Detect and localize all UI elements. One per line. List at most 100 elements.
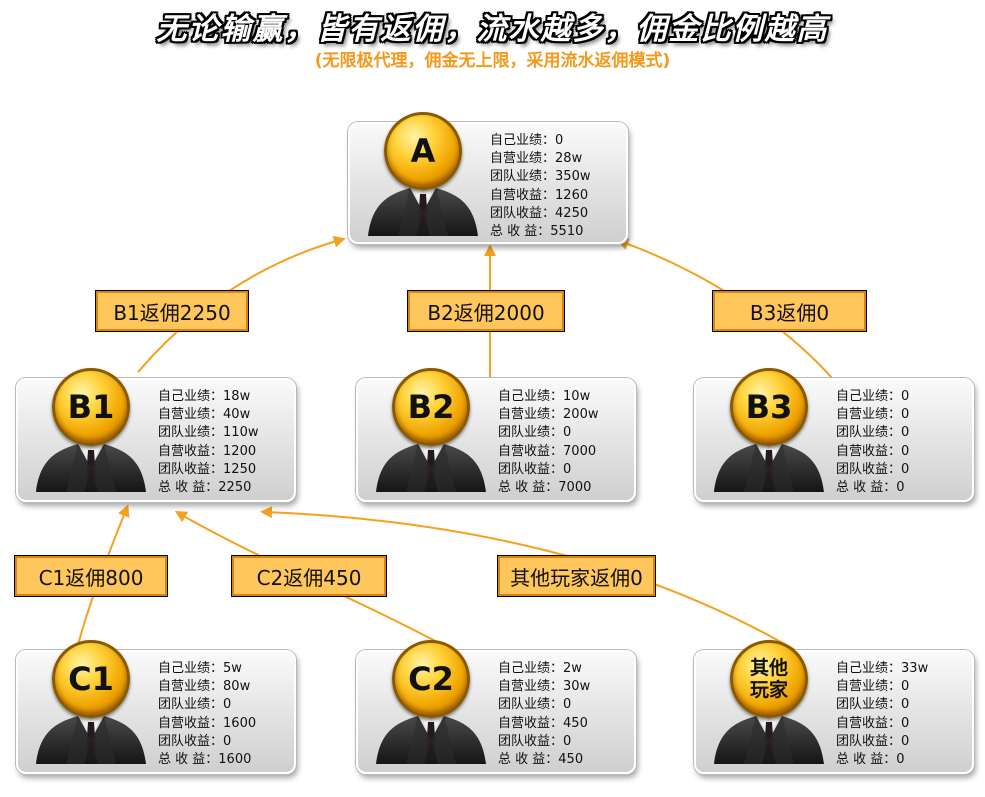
stat-separator: ： [550, 443, 564, 459]
stat-label: 自己业绩 [498, 389, 551, 404]
gold-coin-icon: A [384, 112, 462, 190]
stat-row: 团队业绩：110w [158, 424, 258, 442]
stat-value: 0 [901, 407, 910, 423]
stat-separator: ： [542, 151, 556, 167]
stat-separator: ： [550, 407, 564, 423]
stat-value: 0 [563, 461, 572, 477]
stat-value: 110w [223, 425, 259, 441]
stat-label: 自营收益 [836, 443, 889, 459]
stat-value: 1600 [223, 715, 257, 731]
stat-row: 自己业绩：33w [836, 660, 928, 678]
stat-label: 团队收益 [836, 461, 889, 477]
stat-separator: ： [210, 715, 224, 731]
stat-label: 自己业绩 [836, 389, 889, 404]
stat-value: 0 [901, 425, 910, 441]
stat-row: 自营业绩：30w [498, 678, 590, 696]
stat-value: 1260 [555, 187, 589, 203]
edge-label-c2: C2返佣450 [231, 555, 387, 597]
stat-value: 0 [901, 679, 910, 695]
stat-separator: ： [883, 479, 897, 495]
edge-label-c1: C1返佣800 [14, 555, 168, 597]
stat-row: 自己业绩：5w [158, 660, 256, 678]
stat-label: 自己业绩 [498, 661, 551, 676]
stat-label: 总 收 益 [836, 479, 884, 495]
stat-label: 自己业绩 [158, 389, 211, 404]
edge-b1-to-a [137, 235, 346, 373]
stat-value: 450 [558, 751, 584, 767]
stat-label: 自营收益 [158, 715, 211, 731]
avatar: 其他玩家 [714, 640, 824, 764]
stat-row: 自己业绩：10w [498, 388, 598, 406]
avatar: B1 [36, 368, 146, 492]
stat-separator: ： [542, 205, 556, 221]
stat-separator: ： [888, 389, 902, 404]
stat-value: 0 [563, 733, 572, 749]
businessman-suit-icon [368, 184, 478, 236]
stat-label: 自营业绩 [836, 407, 889, 423]
avatar: B2 [376, 368, 486, 492]
stat-value: 7000 [558, 479, 592, 495]
stat-row: 自营业绩：0 [836, 678, 928, 696]
stat-value: 1200 [223, 443, 257, 459]
stat-row: 团队收益：1250 [158, 461, 258, 479]
businessman-suit-icon [36, 440, 146, 492]
stat-row: 自营业绩：80w [158, 678, 256, 696]
stat-label: 自营业绩 [498, 679, 551, 695]
stat-row: 自营收益：450 [498, 715, 590, 733]
stat-value: 0 [901, 461, 910, 477]
stat-label: 自己业绩 [158, 661, 211, 676]
stat-value: 1600 [218, 751, 252, 767]
stat-row: 自营业绩：28w [490, 150, 590, 168]
stat-separator: ： [888, 661, 902, 676]
stat-row: 自己业绩：0 [836, 388, 909, 406]
stat-separator: ： [542, 187, 556, 203]
stat-value: 4250 [555, 205, 589, 221]
stat-row: 自营收益：7000 [498, 443, 598, 461]
stat-row: 自己业绩：18w [158, 388, 258, 406]
stat-value: 30w [563, 679, 591, 695]
stat-label: 团队业绩 [836, 697, 889, 713]
stat-separator: ： [888, 715, 902, 731]
stat-label: 团队业绩 [490, 169, 543, 185]
stat-label: 团队收益 [158, 733, 211, 749]
page-title: 无论输赢，皆有返佣，流水越多，佣金比例越高 [156, 12, 829, 47]
stat-label: 团队收益 [498, 461, 551, 477]
stat-label: 总 收 益 [158, 751, 206, 767]
stat-separator: ： [888, 443, 902, 459]
stat-separator: ： [545, 751, 559, 767]
stat-separator: ： [210, 679, 224, 695]
stat-row: 团队业绩：0 [498, 696, 590, 714]
stat-label: 团队收益 [498, 733, 551, 749]
stat-row: 总 收 益：1600 [158, 751, 256, 769]
stat-row: 总 收 益：5510 [490, 223, 590, 241]
stat-value: 33w [901, 661, 929, 676]
stat-row: 团队业绩：350w [490, 168, 590, 186]
edge-label-b1: B1返佣2250 [95, 290, 249, 332]
stat-row: 团队业绩：0 [836, 696, 928, 714]
edge-other-to-b1 [260, 506, 796, 651]
stat-row: 团队收益：0 [836, 733, 928, 751]
gold-coin-icon: C1 [52, 640, 130, 718]
gold-coin-icon: C2 [392, 640, 470, 718]
avatar: C2 [376, 640, 486, 764]
stat-value: 0 [901, 715, 910, 731]
businessman-suit-icon [714, 440, 824, 492]
stat-label: 团队业绩 [158, 697, 211, 713]
stat-row: 团队收益：0 [498, 733, 590, 751]
stat-row: 团队收益：0 [498, 461, 598, 479]
businessman-suit-icon [376, 440, 486, 492]
stat-label: 自营收益 [490, 187, 543, 203]
stat-row: 总 收 益：7000 [498, 479, 598, 497]
stat-value: 18w [223, 389, 251, 404]
stat-row: 团队收益：4250 [490, 205, 590, 223]
stat-value: 0 [223, 733, 232, 749]
stat-row: 自营收益：1600 [158, 715, 256, 733]
edge-label-b3: B3返佣0 [712, 290, 867, 332]
